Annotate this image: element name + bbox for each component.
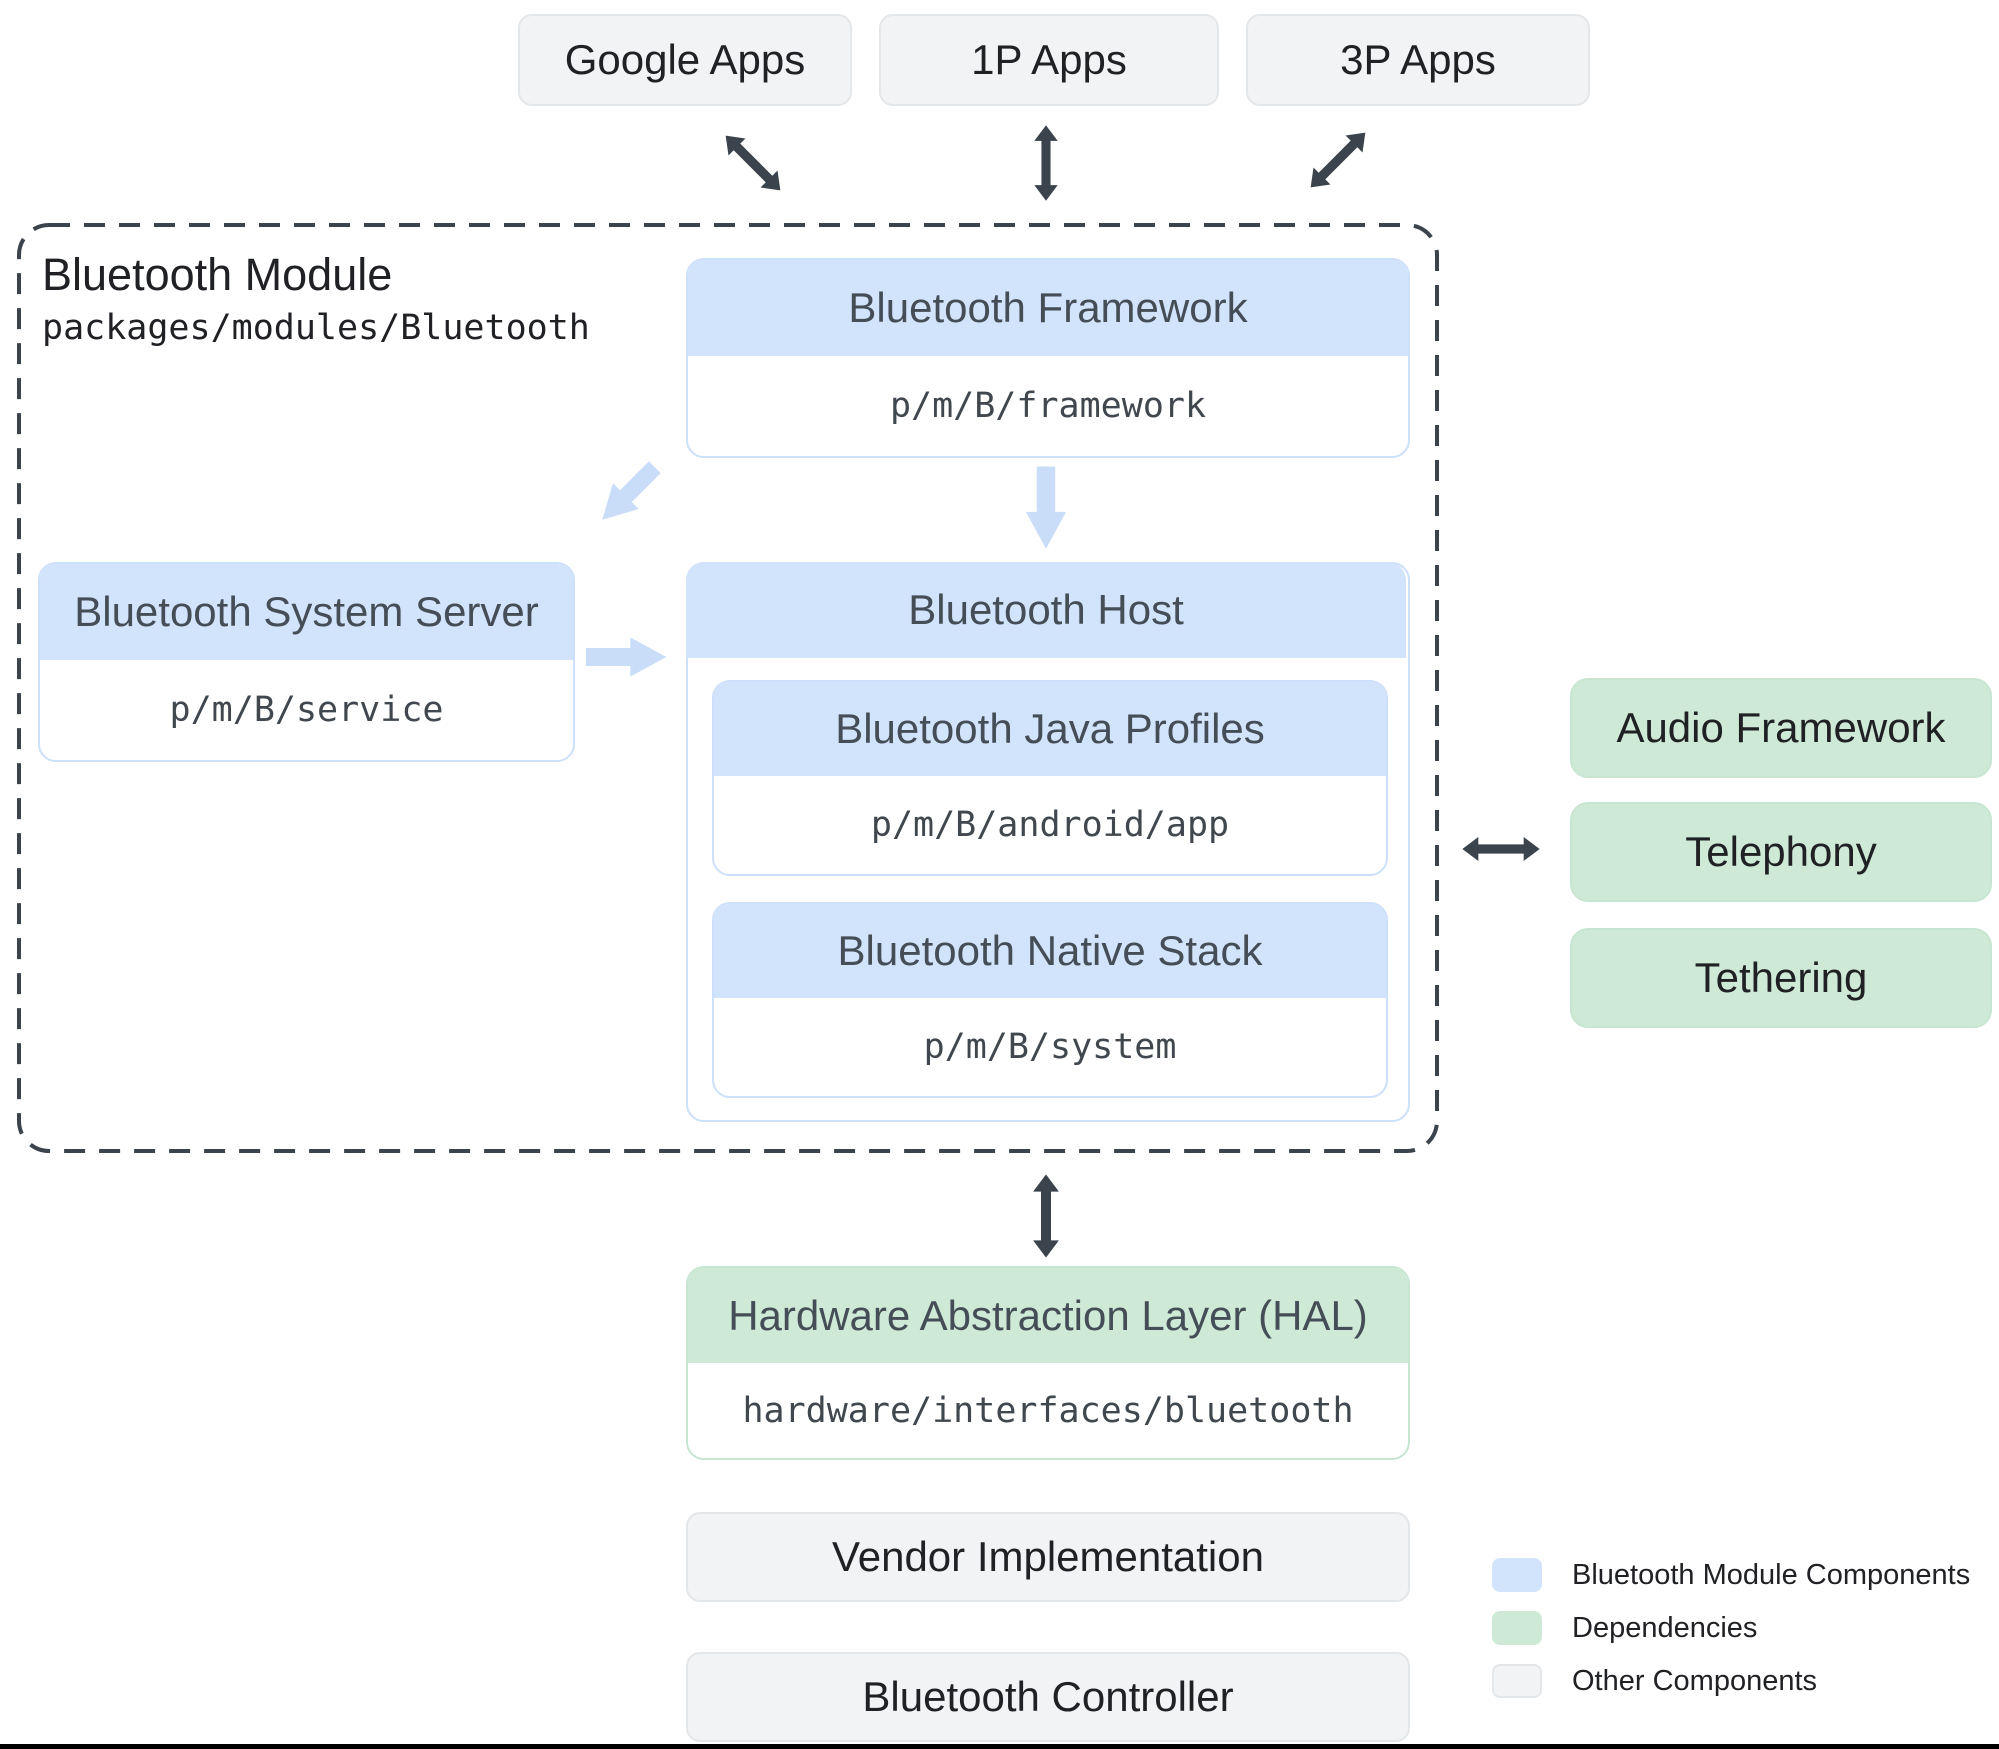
telephony-box: Telephony	[1570, 802, 1992, 902]
bluetooth-native-stack-title: Bluetooth Native Stack	[714, 904, 1386, 998]
bluetooth-system-server-box: Bluetooth System Server p/m/B/service	[38, 562, 575, 762]
audio-framework-box: Audio Framework	[1570, 678, 1992, 778]
hal-box: Hardware Abstraction Layer (HAL) hardwar…	[686, 1266, 1410, 1460]
first-party-apps-label: 1P Apps	[971, 36, 1127, 83]
third-party-apps-box: 3P Apps	[1246, 14, 1590, 106]
telephony-label: Telephony	[1685, 828, 1877, 875]
legend-label-other-components: Other Components	[1572, 1664, 1818, 1697]
legend-swatch-gray	[1492, 1664, 1542, 1698]
tethering-box: Tethering	[1570, 928, 1992, 1028]
legend-row-module-components: Bluetooth Module Components	[1492, 1558, 1970, 1592]
framework-to-host-arrow-icon	[1023, 466, 1070, 551]
hal-path: hardware/interfaces/bluetooth	[742, 1390, 1354, 1431]
vendor-implementation-box: Vendor Implementation	[686, 1512, 1410, 1602]
bluetooth-controller-box: Bluetooth Controller	[686, 1652, 1410, 1742]
bluetooth-framework-path: p/m/B/framework	[889, 386, 1207, 426]
tethering-label: Tethering	[1694, 954, 1868, 1001]
bluetooth-system-server-path: p/m/B/service	[169, 690, 444, 730]
legend-label-module-components: Bluetooth Module Components	[1572, 1558, 1971, 1591]
module-path: packages/modules/Bluetooth	[42, 308, 590, 348]
first-party-apps-bidirectional-arrow-icon	[1031, 124, 1061, 202]
legend-label-dependencies: Dependencies	[1572, 1611, 1758, 1644]
bluetooth-controller-label: Bluetooth Controller	[862, 1673, 1234, 1720]
first-party-apps-box: 1P Apps	[879, 14, 1219, 106]
module-to-hal-bidirectional-arrow-icon	[1030, 1173, 1062, 1259]
google-apps-bidirectional-arrow-icon	[714, 124, 792, 202]
google-apps-box: Google Apps	[518, 14, 852, 106]
legend-row-dependencies: Dependencies	[1492, 1611, 1757, 1645]
bluetooth-java-profiles-box: Bluetooth Java Profiles p/m/B/android/ap…	[712, 680, 1388, 876]
hal-title: Hardware Abstraction Layer (HAL)	[688, 1268, 1408, 1363]
legend-row-other-components: Other Components	[1492, 1664, 1817, 1698]
bluetooth-system-server-title: Bluetooth System Server	[40, 564, 573, 660]
legend-swatch-blue	[1492, 1558, 1542, 1592]
system-server-to-host-arrow-icon	[586, 634, 668, 680]
vendor-implementation-label: Vendor Implementation	[832, 1533, 1264, 1580]
screenshot-bottom-edge	[0, 1744, 1999, 1749]
module-to-dependencies-bidirectional-arrow-icon	[1461, 832, 1541, 866]
google-apps-label: Google Apps	[564, 36, 806, 83]
bluetooth-java-profiles-title: Bluetooth Java Profiles	[714, 682, 1386, 776]
bluetooth-module-boundary	[16, 222, 1440, 1154]
third-party-apps-bidirectional-arrow-icon	[1299, 121, 1377, 199]
bluetooth-host-title: Bluetooth Host	[686, 562, 1406, 658]
bluetooth-native-stack-path: p/m/B/system	[923, 1027, 1177, 1067]
module-title: Bluetooth Module	[42, 249, 393, 300]
bluetooth-framework-title: Bluetooth Framework	[688, 260, 1408, 356]
module-label-block: Bluetooth Module packages/modules/Blueto…	[42, 248, 662, 348]
audio-framework-label: Audio Framework	[1616, 704, 1946, 751]
framework-to-system-server-arrow-icon	[586, 452, 671, 537]
bluetooth-framework-box: Bluetooth Framework p/m/B/framework	[686, 258, 1410, 458]
bluetooth-native-stack-box: Bluetooth Native Stack p/m/B/system	[712, 902, 1388, 1098]
bluetooth-java-profiles-path: p/m/B/android/app	[870, 805, 1230, 845]
legend-swatch-green	[1492, 1611, 1542, 1645]
third-party-apps-label: 3P Apps	[1340, 36, 1496, 83]
